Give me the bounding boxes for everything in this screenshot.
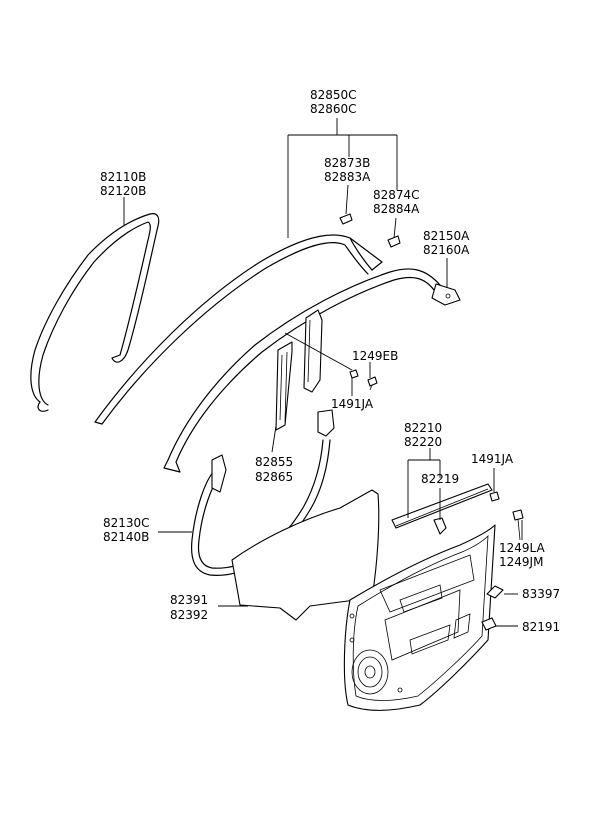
label-82210: 82210 [404,421,442,435]
label-82860c: 82860C [310,102,357,116]
molding-clip-82219 [433,517,447,535]
clip-82873b [339,213,353,225]
label-82874c: 82874C [373,188,420,202]
label-82150a: 82150A [423,229,470,243]
glass-run-channel [30,213,160,412]
label-82220: 82220 [404,435,442,449]
label-82850c: 82850C [310,88,357,102]
pillar-upper-piece [303,309,323,393]
clip-82874c [387,235,401,248]
center-pillar-trim [275,341,293,431]
label-82884a: 82884A [373,202,420,216]
door-trim-panel [343,524,496,711]
part-labels: 82850C 82860C 82873B 82883A 82874C 82884… [100,88,560,634]
screw-1249eb [367,376,378,391]
label-82120b: 82120B [100,184,146,198]
nut-1491ja-upper [349,369,359,379]
roof-weatherstrip [94,234,383,425]
leader-lines [123,118,523,627]
door-opening-weatherstrip [190,409,335,576]
label-82873b: 82873B [324,156,370,170]
label-83397: 83397 [522,587,560,601]
label-1249eb: 1249EB [352,349,398,363]
label-82219: 82219 [421,472,459,486]
label-82392: 82392 [170,608,208,622]
label-1249jm: 1249JM [499,555,543,569]
label-82855: 82855 [255,455,293,469]
label-82140b: 82140B [103,530,149,544]
label-1249la: 1249LA [499,541,546,555]
label-82883a: 82883A [324,170,371,184]
belt-molding [391,483,493,529]
label-82865: 82865 [255,470,293,484]
nut-1491ja-lower [489,491,500,502]
label-1491ja-lower: 1491JA [471,452,514,466]
label-82391: 82391 [170,593,208,607]
label-1491ja-upper: 1491JA [331,397,374,411]
screw-1249la [512,509,524,541]
cap-83397 [486,585,504,599]
label-82130c: 82130C [103,516,150,530]
label-82191: 82191 [522,620,560,634]
label-82110b: 82110B [100,170,146,184]
label-82160a: 82160A [423,243,470,257]
